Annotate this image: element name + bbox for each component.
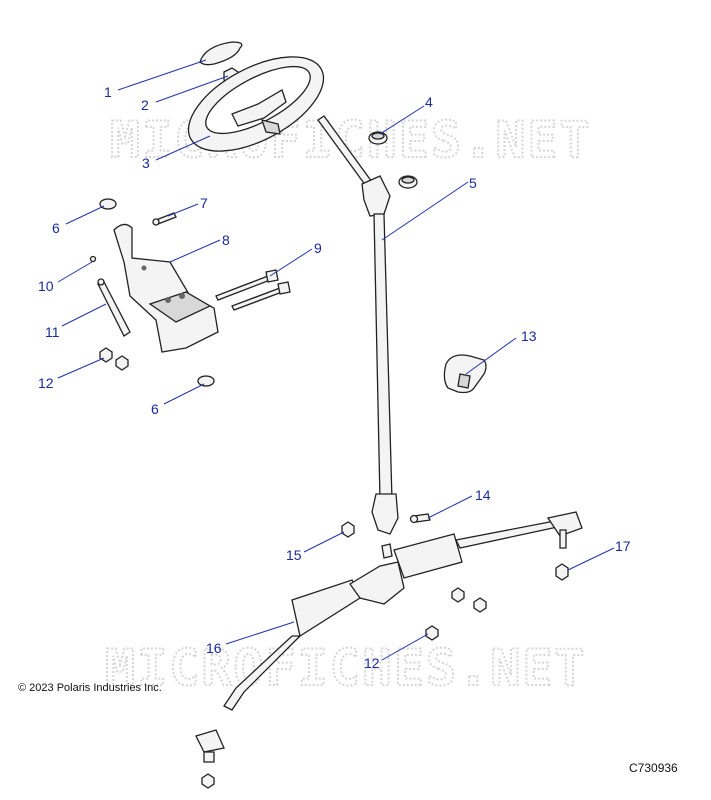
leader-7 <box>167 203 199 217</box>
leader-12b <box>381 633 429 661</box>
callout-12-upper: 12 <box>38 375 54 391</box>
flange-nut-lower-b <box>473 597 487 613</box>
callout-8: 8 <box>222 232 230 248</box>
callout-2: 2 <box>141 97 149 113</box>
joint-bushing <box>398 175 418 189</box>
pin <box>89 255 97 263</box>
leader-3 <box>155 135 211 161</box>
flange-nut-lower-a <box>451 587 465 603</box>
flange-nut-lower-c <box>425 625 439 641</box>
watermark-bottom: MICROFICHES.NET <box>105 639 587 697</box>
tie-rod-end-nut <box>201 773 215 789</box>
callout-12-lower: 12 <box>364 655 380 671</box>
leader-4 <box>379 105 425 135</box>
flange-nut-upper-a <box>99 347 113 363</box>
leader-11 <box>61 303 107 327</box>
leader-17 <box>567 547 615 571</box>
cover-plate <box>443 354 487 394</box>
leader-9 <box>269 248 313 277</box>
horn-cap <box>199 41 243 66</box>
diagram-code: C730936 <box>629 761 678 775</box>
grommet-upper <box>99 198 117 210</box>
tie-rod-nut <box>555 563 569 581</box>
callout-1: 1 <box>104 84 112 100</box>
callout-10: 10 <box>38 278 54 294</box>
leader-5 <box>381 181 469 241</box>
callout-6-lower: 6 <box>151 401 159 417</box>
leader-8 <box>169 239 221 263</box>
column-bracket <box>113 223 219 353</box>
copyright-notice: © 2023 Polaris Industries Inc. <box>18 682 162 694</box>
gas-spring <box>97 278 131 337</box>
leader-16 <box>225 621 295 645</box>
bolt-lower <box>231 281 291 311</box>
callout-6-upper: 6 <box>52 220 60 236</box>
callout-9: 9 <box>314 240 322 256</box>
callout-16: 16 <box>206 640 222 656</box>
callout-14: 14 <box>475 487 491 503</box>
leader-15 <box>303 531 345 553</box>
callout-7: 7 <box>200 195 208 211</box>
column-bushing <box>368 131 388 145</box>
leader-6b <box>163 383 205 405</box>
steering-rack <box>195 511 583 763</box>
steering-shaft <box>317 115 399 535</box>
callout-13: 13 <box>521 328 537 344</box>
leader-6a <box>65 205 105 225</box>
hex-nut <box>341 521 355 538</box>
callout-5: 5 <box>469 175 477 191</box>
callout-4: 4 <box>425 94 433 110</box>
leader-1 <box>117 59 207 91</box>
leader-2 <box>155 75 229 103</box>
leader-10 <box>57 261 93 283</box>
flange-nut-upper-b <box>115 355 129 371</box>
leader-14 <box>427 495 473 519</box>
rack-bolt <box>409 513 431 524</box>
callout-15: 15 <box>286 547 302 563</box>
callout-3: 3 <box>142 155 150 171</box>
steering-wheel <box>187 56 325 152</box>
leader-13 <box>465 337 517 375</box>
callout-11: 11 <box>45 324 60 340</box>
callout-17: 17 <box>615 538 631 554</box>
leader-12a <box>57 357 105 379</box>
screw <box>152 212 177 226</box>
grommet-lower <box>197 375 215 387</box>
